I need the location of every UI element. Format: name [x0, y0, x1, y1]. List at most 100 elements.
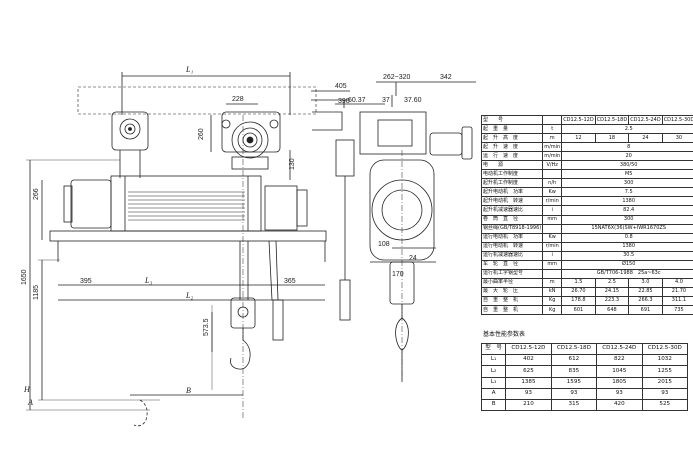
spec-value: 1380: [561, 196, 693, 207]
spec-value: M5: [561, 169, 693, 180]
spec-param: 运行电动机 转速: [480, 241, 544, 252]
dim-cell: 1032: [641, 354, 689, 367]
spec-param: 起升机工作制度: [480, 178, 544, 189]
dim-cell: 822: [596, 354, 643, 367]
dim-cell: 402: [505, 354, 552, 367]
spec-value: 30: [661, 133, 693, 144]
spec-value: 0.8: [561, 232, 693, 243]
spec-value: 2.5: [594, 277, 630, 288]
dim-cell: 93: [505, 387, 552, 400]
dim-row-label: L₃: [480, 376, 507, 389]
dim-365: 365: [284, 278, 296, 285]
spec-unit: m: [542, 133, 563, 144]
dim-header-cell: CD12.5-12D: [505, 342, 552, 356]
spec-param: 最小曲率半径: [480, 277, 544, 288]
trolley-left: [111, 111, 149, 151]
spec-value: Ø150: [561, 259, 693, 270]
spec-unit: n/h: [542, 178, 563, 189]
dim-cell: 612: [550, 354, 598, 367]
side-view: [311, 81, 476, 382]
spec-unit: Kw: [542, 232, 563, 243]
dim-table-caption: 基本性能参数表: [483, 331, 526, 338]
spec-param: 自 重 整 机: [480, 304, 544, 316]
spec-value: 178.8: [561, 295, 596, 306]
dim-cell: 1805: [596, 376, 643, 389]
spec-value: 20: [561, 151, 693, 162]
dim-228: 228: [232, 96, 244, 103]
spec-value: 26.70: [561, 286, 596, 297]
dim-170: 170: [392, 271, 404, 278]
i-beam-outline: [77, 86, 317, 115]
dim-1650: 1650: [21, 269, 28, 285]
spec-unit: [542, 268, 563, 279]
spec-value: 21.70: [661, 286, 693, 297]
dim-row-label: L₂: [480, 365, 507, 378]
spec-unit: Kw: [542, 187, 563, 198]
spec-param: 电动机工作制度: [480, 169, 544, 180]
spec-value: 24: [628, 133, 663, 144]
dim-1185: 1185: [33, 285, 40, 300]
dim-row-label: L₁: [480, 354, 507, 367]
spec-unit: Kg: [542, 295, 563, 306]
spec-value: 2.5: [561, 124, 693, 135]
dim-342: 342: [440, 74, 452, 81]
dim-cell: 315: [550, 398, 598, 412]
spec-unit: r/min: [542, 241, 563, 252]
dim-a: A: [27, 398, 33, 407]
spec-unit: m/min: [542, 142, 563, 153]
dim-390: 390: [338, 98, 350, 105]
dim-395: 395: [80, 278, 92, 285]
spec-param: 起 升 高 度: [480, 133, 544, 144]
spec-value: 24.15: [594, 286, 630, 297]
spec-value: 22.85: [628, 286, 663, 297]
front-view-dimensions: L₁ 228 260 130 266 1650 1185 395 L₃ 365 …: [21, 65, 296, 407]
dim-24: 24: [409, 255, 417, 262]
spec-param: 运行电动机 功率: [480, 232, 544, 243]
spec-value: 82.4: [561, 205, 693, 216]
dim-row-label: A: [480, 387, 507, 400]
dim-header-cell: CD12.5-24D: [596, 342, 643, 356]
spec-value: 15NAT6X(36)SW+IWR1670ZS: [561, 223, 693, 234]
dim-cell: 835: [550, 365, 598, 378]
pendant-control: [272, 240, 284, 341]
spec-row: 电动机工作制度 M5: [480, 169, 693, 180]
hoist-body: [63, 175, 308, 232]
dim-262-320: 262~320: [383, 74, 411, 81]
spec-unit: i: [542, 205, 563, 216]
side-view-dimensions: 405 390 262~320 342 60.37 37 37.60 24 10…: [335, 74, 452, 278]
spec-value: CD12.5-24D: [628, 114, 663, 126]
spec-value: 30.5: [561, 250, 693, 261]
spec-value: 1380: [561, 241, 693, 252]
dim-cell: 93: [596, 387, 643, 400]
dim-108: 108: [378, 241, 390, 248]
spec-value: 223.3: [594, 295, 630, 306]
spec-param: 车 轮 直 径: [480, 259, 544, 270]
spec-value: CD12.5-12D: [561, 114, 596, 126]
spec-param: 起 升 速 度: [480, 142, 544, 153]
hook-block: [133, 297, 256, 427]
dim-cell: 1255: [641, 365, 689, 378]
dim-header-cell: 型 号: [480, 342, 507, 356]
spec-value: 735: [661, 304, 693, 316]
spec-value: CD12.5-18D: [594, 114, 630, 126]
spec-unit: mm: [542, 259, 563, 270]
dim-h: H: [23, 385, 31, 394]
